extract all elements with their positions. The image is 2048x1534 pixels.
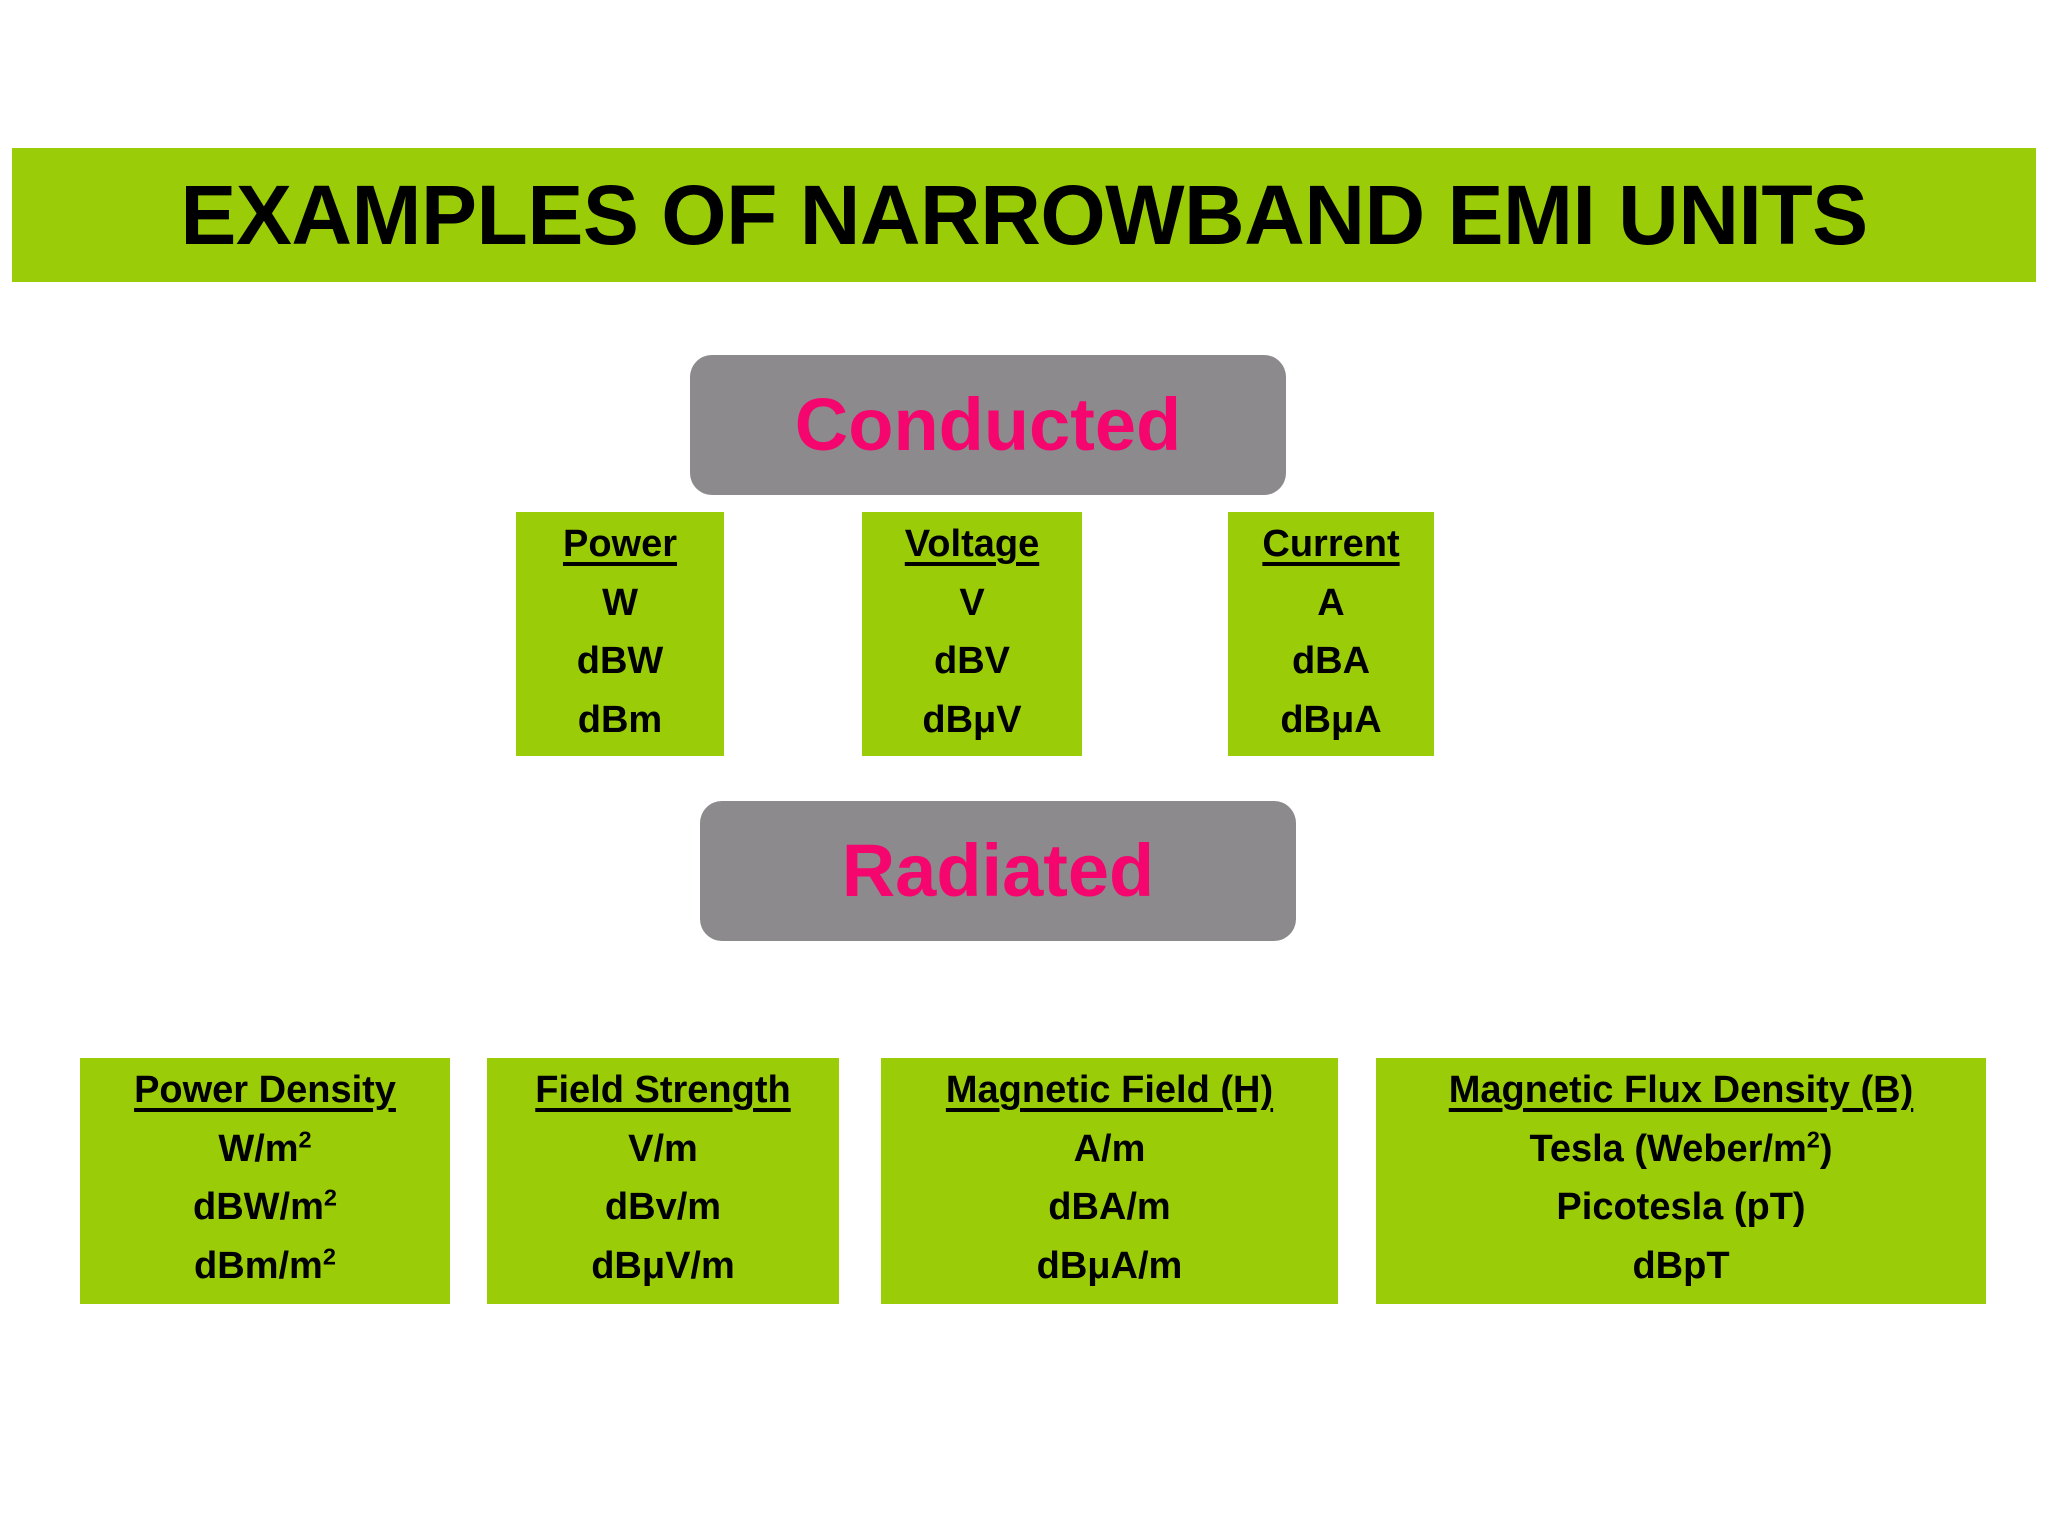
unit-item: dBμV [922, 698, 1022, 741]
unit-box-title-magnetic-field: Magnetic Field (H) [945, 1069, 1274, 1111]
unit-item: dBW/m2 [193, 1184, 337, 1229]
unit-box-magnetic-field: Magnetic Field (H) A/m dBA/m dBμA/m [881, 1058, 1338, 1304]
unit-box-current: Current A dBA dBμA [1228, 512, 1434, 756]
unit-box-power-density: Power Density W/m2 dBW/m2 dBm/m2 [80, 1058, 450, 1304]
unit-item: dBV [934, 640, 1010, 683]
unit-item: dBpT [1632, 1244, 1730, 1287]
unit-item: dBm/m2 [194, 1243, 336, 1287]
unit-item: A [1317, 581, 1345, 624]
unit-box-title-current: Current [1262, 523, 1400, 565]
unit-item: dBW [576, 640, 664, 683]
unit-box-title-power: Power [562, 523, 678, 565]
slide-title-banner: EXAMPLES OF NARROWBAND EMI UNITS [12, 148, 2036, 282]
unit-item: V [959, 581, 985, 624]
unit-item: dBμA/m [1036, 1244, 1183, 1287]
unit-box-flux-density: Magnetic Flux Density (B) Tesla (Weber/m… [1376, 1058, 1986, 1304]
unit-item: dBμA [1280, 698, 1382, 741]
unit-item: Tesla (Weber/m2) [1529, 1126, 1833, 1170]
category-label-radiated: Radiated [841, 829, 1155, 912]
category-pill-radiated: Radiated [700, 801, 1296, 941]
unit-item: dBm [577, 698, 663, 741]
unit-item: dBv/m [604, 1186, 722, 1229]
unit-box-title-power-density: Power Density [134, 1069, 396, 1111]
unit-box-field-strength: Field Strength V/m dBv/m dBμV/m [487, 1058, 839, 1304]
unit-item: A/m [1073, 1127, 1146, 1170]
unit-box-title-voltage: Voltage [904, 523, 1040, 565]
unit-box-voltage: Voltage V dBV dBμV [862, 512, 1082, 756]
unit-item: dBA [1291, 640, 1371, 683]
unit-item: dBμV/m [591, 1244, 735, 1287]
unit-item: W [602, 581, 638, 624]
category-pill-conducted: Conducted [690, 355, 1286, 495]
unit-box-power: Power W dBW dBm [516, 512, 724, 756]
unit-item: V/m [628, 1127, 698, 1170]
page-title: EXAMPLES OF NARROWBAND EMI UNITS [180, 168, 1868, 262]
unit-box-title-field-strength: Field Strength [535, 1069, 791, 1111]
category-label-conducted: Conducted [794, 383, 1182, 466]
unit-item: W/m2 [218, 1126, 312, 1170]
unit-item: dBA/m [1048, 1186, 1171, 1229]
unit-box-title-flux-density: Magnetic Flux Density (B) [1448, 1069, 1914, 1111]
unit-item: Picotesla (pT) [1556, 1186, 1806, 1229]
